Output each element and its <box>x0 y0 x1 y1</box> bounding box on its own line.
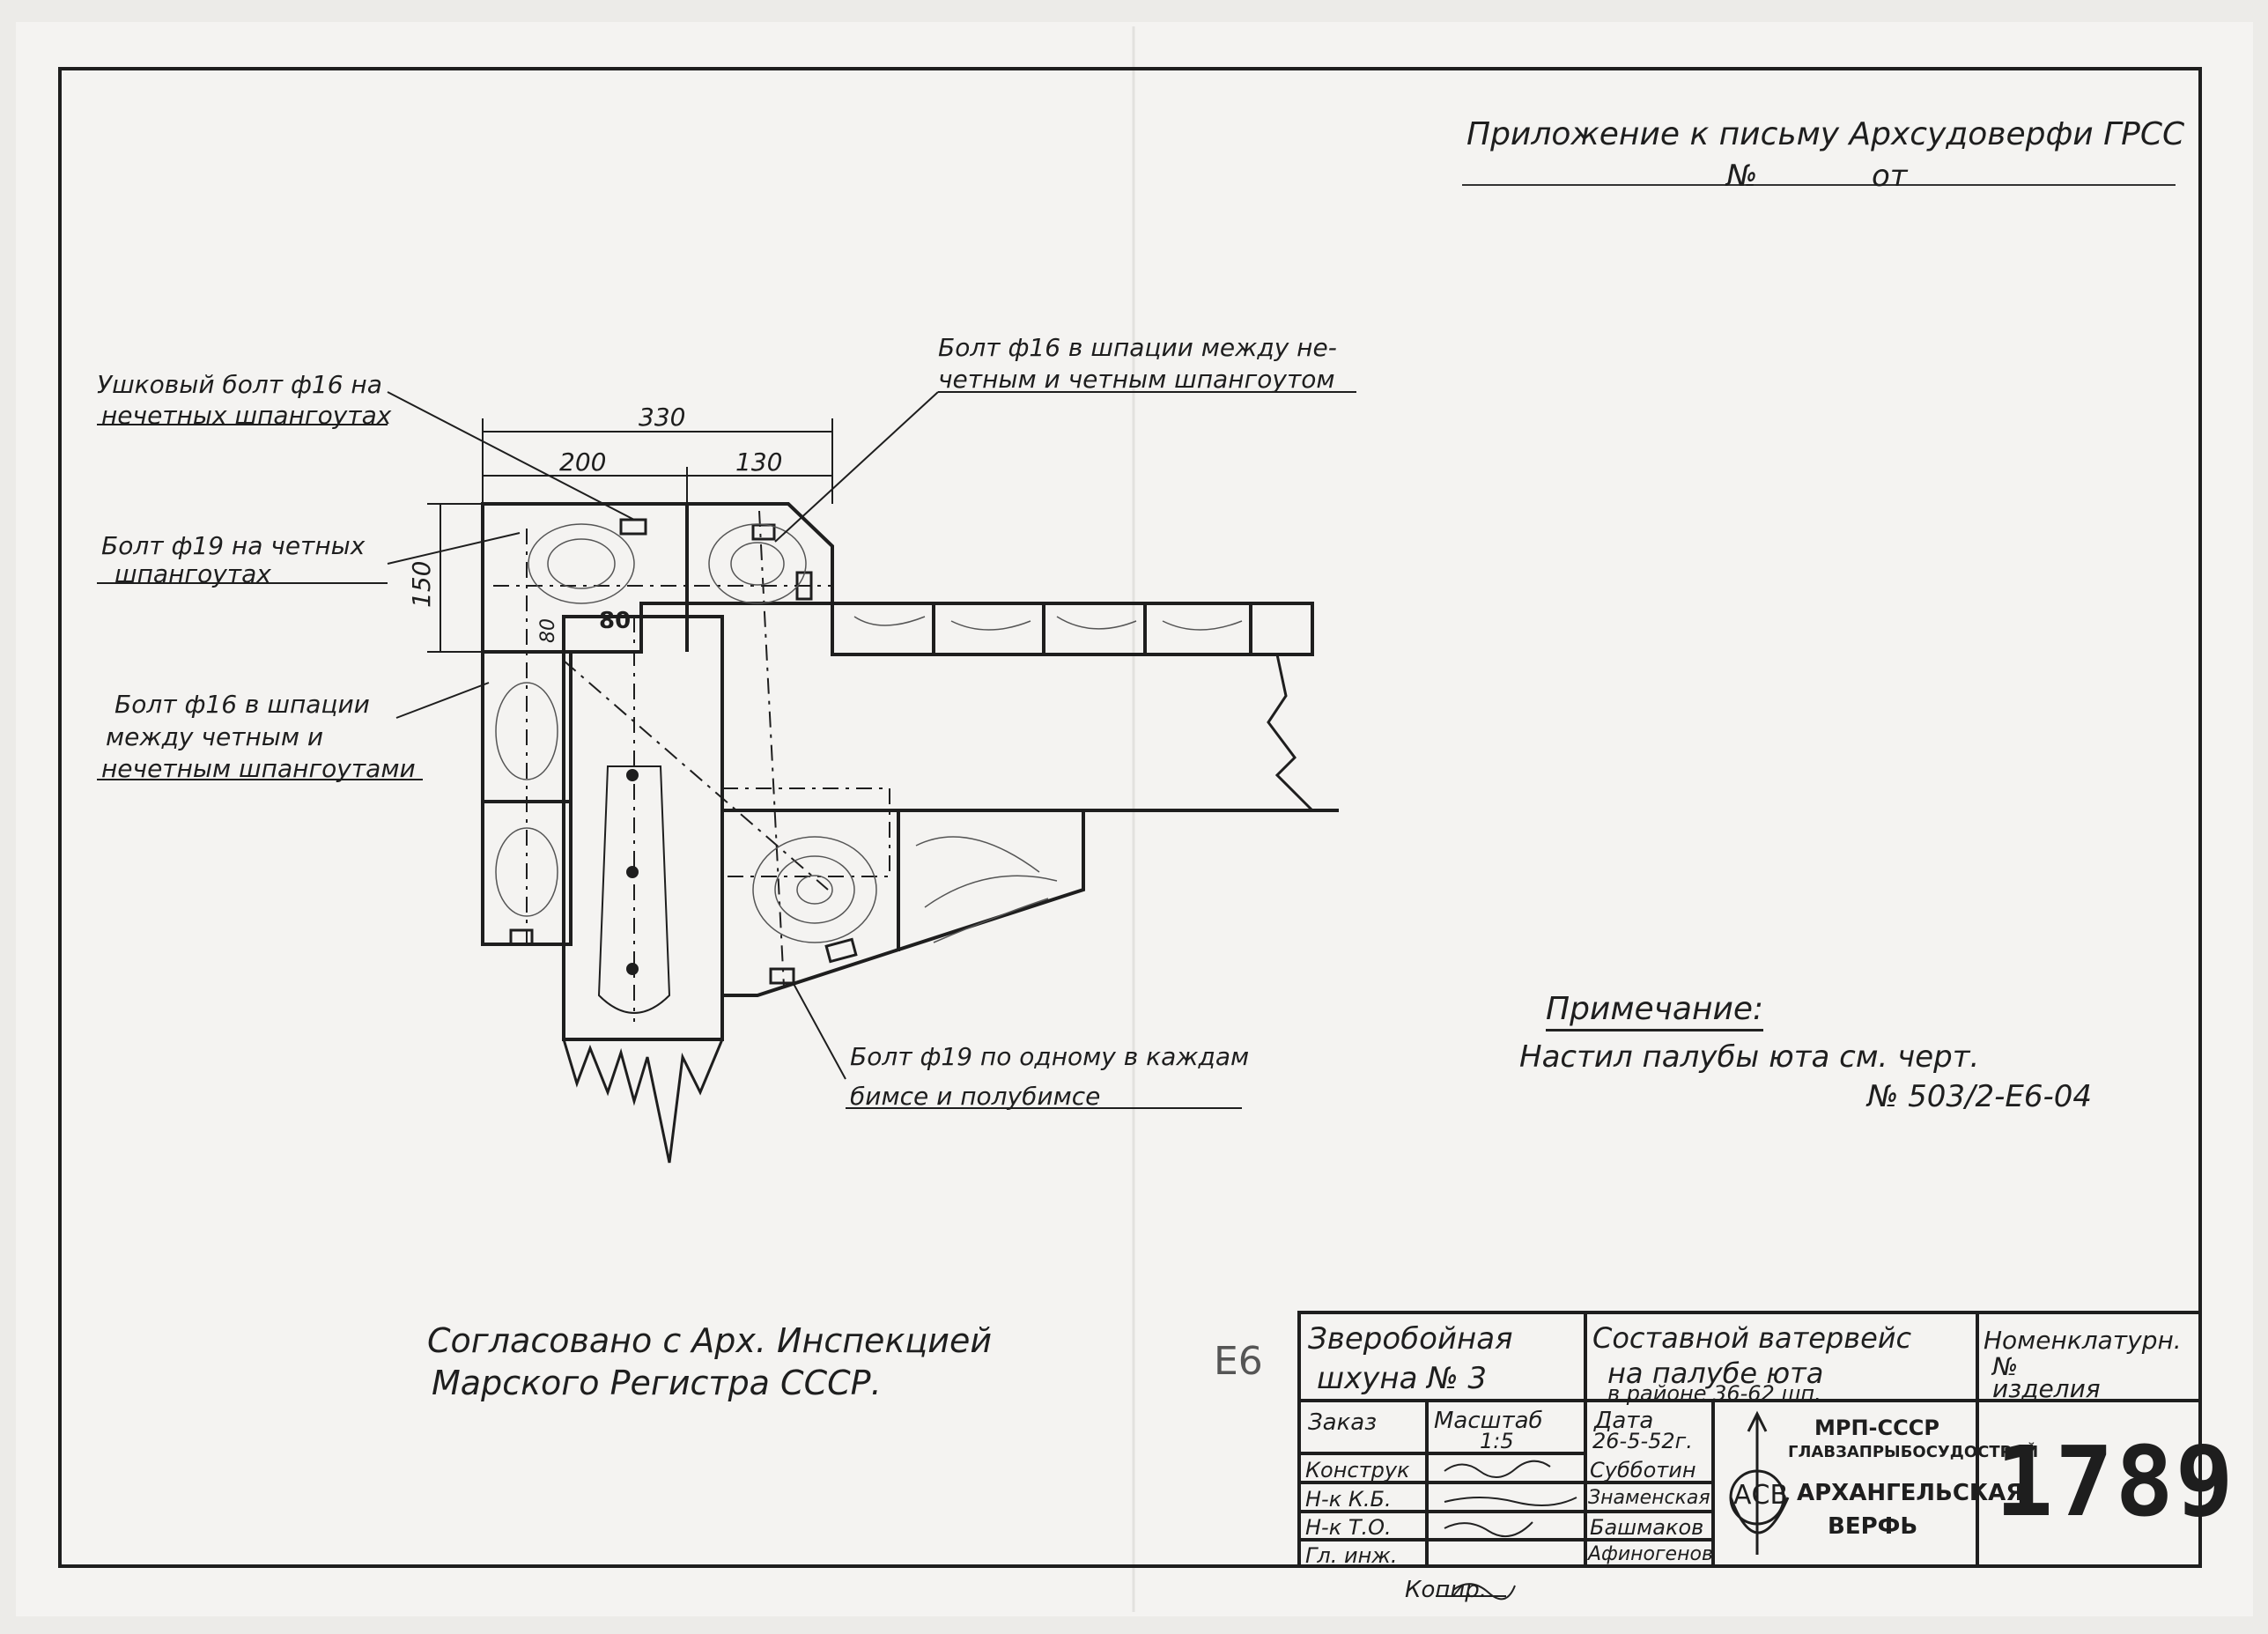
callout-bolt19-beam-line2: бимсе и полубимсе <box>850 1082 1101 1111</box>
role-head-kb: Н-к К.Б. <box>1305 1487 1392 1512</box>
order-label: Заказ <box>1308 1409 1378 1436</box>
dimension-small: 80 <box>537 618 559 643</box>
copy-label: Копир. <box>1405 1577 1488 1603</box>
nomenclature-line2: № <box>1992 1352 2019 1381</box>
role-head-to: Н-к Т.О. <box>1305 1515 1392 1540</box>
title-block-grid <box>1297 1311 2202 1568</box>
verf-logo <box>1729 1410 1790 1555</box>
approval-line2: Марского Регистра СССР. <box>432 1364 882 1402</box>
note-line1: Настил палубы юта см. черт. <box>1519 1039 1980 1075</box>
drawing-frame <box>58 67 2202 1568</box>
org-line2: ГЛАВЗАПРЫБОСУДОСТРОЙ <box>1788 1443 2039 1461</box>
part-line2: на палубе юта <box>1607 1357 1824 1390</box>
callout-bolt19-even-line1: Болт ф19 на четных <box>101 531 366 560</box>
org-line3: АРХАНГЕЛЬСКАЯ <box>1797 1480 2024 1506</box>
scale-value: 1:5 <box>1480 1429 1514 1453</box>
note-title: Примечание: <box>1546 991 1764 1031</box>
stamp-mark: Е6 <box>1214 1339 1263 1384</box>
callout-bolt16-top-line2: четным и четным шпангоутом <box>938 365 1335 394</box>
dimension-inner: 80 <box>599 608 632 634</box>
date-label: Дата <box>1594 1408 1654 1434</box>
dimension-height: 150 <box>407 560 436 608</box>
callout-bolt16-space-line3: нечетным шпангоутами <box>101 754 416 783</box>
callout-eye-bolt-line1: Ушковый болт ф16 на <box>97 370 382 399</box>
letter-number-label: № <box>1726 159 1758 194</box>
org-line4: ВЕРФЬ <box>1828 1513 1918 1540</box>
section-drawing <box>97 391 1356 1164</box>
callout-eye-bolt-line2: нечетных шпангоутах <box>101 401 392 430</box>
dimension-left: 200 <box>559 447 607 477</box>
name-chief-engineer: Афиногенов <box>1588 1543 1713 1565</box>
vessel-line2: шхуна № 3 <box>1317 1361 1488 1396</box>
signatures <box>1436 1460 1577 1601</box>
name-head-to: Башмаков <box>1590 1515 1704 1540</box>
vessel-line1: Зверобойная <box>1308 1321 1513 1357</box>
name-head-kb: Знаменская <box>1588 1487 1710 1509</box>
logo-letters: АСВ <box>1733 1480 1789 1511</box>
nomenclature-line3: изделия <box>1992 1374 2101 1403</box>
org-line1: МРП-СССР <box>1814 1416 1939 1440</box>
letter-from-label: от <box>1872 159 1908 194</box>
name-designer: Субботин <box>1590 1458 1696 1482</box>
role-chief-engineer: Гл. инж. <box>1305 1543 1398 1568</box>
note-line2: № 503/2-Е6-04 <box>1867 1079 2093 1114</box>
date-value: 26-5-52г. <box>1592 1429 1693 1453</box>
part-line3: в районе 36-62 шп. <box>1607 1381 1821 1406</box>
callout-bolt16-space-line1: Болт ф16 в шпации <box>115 690 370 719</box>
approval-line1: Согласовано с Арх. Инспекцией <box>427 1321 993 1360</box>
scale-label: Масштаб <box>1434 1408 1543 1434</box>
callout-bolt19-beam-line1: Болт ф19 по одному в каждам <box>850 1042 1250 1071</box>
dimension-overall: 330 <box>639 403 686 432</box>
nomenclature-line1: Номенклатурн. <box>1984 1326 2182 1355</box>
callout-bolt16-space-line2: между четным и <box>106 722 324 751</box>
callout-bolt19-even-line2: шпангоутах <box>115 559 271 588</box>
appendix-header: Приложение к письму Архсудоверфи ГРСС <box>1466 116 2185 152</box>
callout-bolt16-top-line1: Болт ф16 в шпации между не- <box>938 333 1337 362</box>
dimension-right: 130 <box>735 447 783 477</box>
role-designer: Конструк <box>1305 1458 1410 1482</box>
drawing-number: 1789 <box>1995 1425 2235 1538</box>
part-line1: Составной ватервейс <box>1592 1321 1912 1355</box>
